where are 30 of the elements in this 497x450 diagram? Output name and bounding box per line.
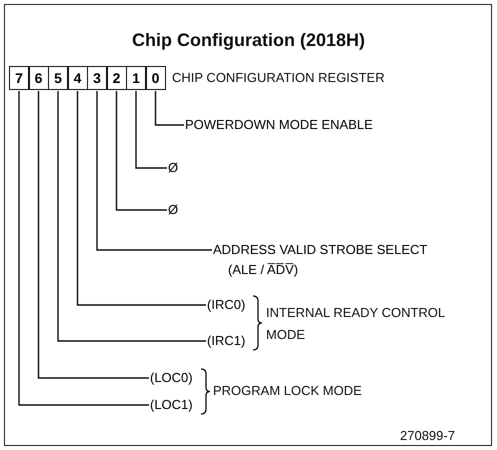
leader-line xyxy=(38,91,149,379)
leader-line xyxy=(96,91,212,251)
bit-cell: 5 xyxy=(48,66,68,90)
bit-description: Ø xyxy=(168,159,178,177)
leader-line xyxy=(18,91,149,406)
bit-description: (IRC1) xyxy=(207,332,246,350)
bit-cell: 1 xyxy=(126,66,146,90)
bit-description: POWERDOWN MODE ENABLE xyxy=(185,116,373,134)
group-label: PROGRAM LOCK MODE xyxy=(213,383,362,398)
diagram-title: Chip Configuration (2018H) xyxy=(131,30,366,51)
bit-cell: 3 xyxy=(87,66,107,90)
figure-number: 270899-7 xyxy=(400,428,455,443)
bit-cell: 0 xyxy=(146,66,166,90)
group-label: INTERNAL READY CONTROL MODE xyxy=(266,304,446,344)
leader-line xyxy=(76,91,206,306)
leader-line xyxy=(116,91,167,211)
bit-description: (LOC1) xyxy=(150,396,193,414)
bit-description: (LOC0) xyxy=(150,369,193,387)
bit-description: (IRC0) xyxy=(207,296,246,314)
bit-cell: 7 xyxy=(9,66,29,90)
bit-cell: 4 xyxy=(68,66,88,90)
register-name: CHIP CONFIGURATION REGISTER xyxy=(172,70,385,85)
leader-line xyxy=(57,91,206,342)
leader-line xyxy=(154,91,184,126)
bit-cell: 2 xyxy=(106,66,126,90)
leader-line xyxy=(135,91,167,169)
bit-description: ADDRESS VALID STROBE SELECT xyxy=(213,241,428,259)
bit-description: Ø xyxy=(168,201,178,219)
bit-cell: 6 xyxy=(28,66,48,90)
bit-description: (ALE / A̅D̅V̅) xyxy=(228,261,300,279)
